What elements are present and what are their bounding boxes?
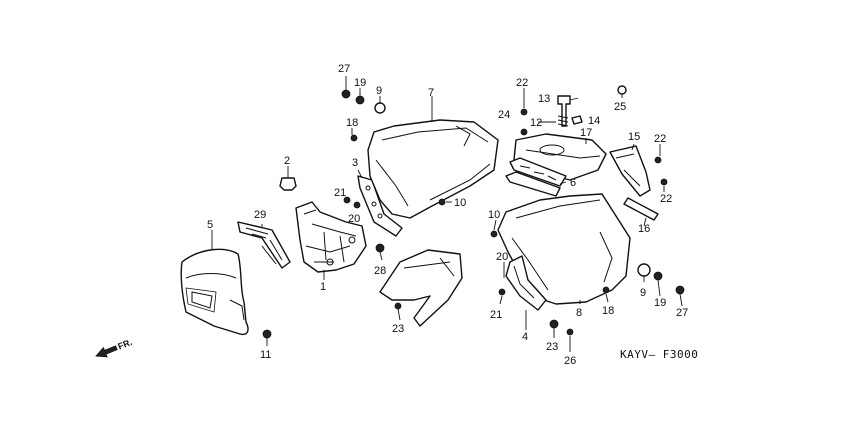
part-1-stay (295, 201, 367, 273)
part-15-bracket (609, 145, 651, 197)
label-27: 27 (338, 63, 350, 75)
label-14: 14 (588, 115, 600, 127)
label-3: 3 (352, 157, 358, 169)
label-26: 26 (564, 355, 576, 367)
leader-lines (211, 76, 683, 352)
part-7-inner-cowl-left (367, 119, 499, 219)
front-direction-arrow: FR. (95, 337, 134, 358)
label-29: 29 (254, 209, 266, 221)
label-4: 4 (522, 331, 528, 343)
label-2: 2 (284, 155, 290, 167)
part-8-side-cowl-right (497, 193, 631, 305)
part-6-strip (505, 157, 567, 197)
fasteners (262, 85, 685, 339)
label-10: 10 (488, 209, 500, 221)
label-7: 7 (428, 87, 434, 99)
label-22: 22 (516, 77, 528, 89)
part-2-grommet (279, 177, 297, 191)
label-1: 1 (320, 281, 326, 293)
label-25: 25 (614, 101, 626, 113)
label-8: 8 (576, 307, 582, 319)
label-19: 19 (354, 77, 366, 89)
label-20: 20 (496, 251, 508, 263)
part-16-rod (623, 197, 659, 221)
label-23: 23 (392, 323, 404, 335)
part-12-spring (557, 115, 569, 127)
label-13: 13 (538, 93, 550, 105)
label-17: 17 (580, 127, 592, 139)
label-6: 6 (570, 177, 576, 189)
label-23: 23 (546, 341, 558, 353)
label-18: 18 (346, 117, 358, 129)
label-12: 12 (530, 117, 542, 129)
part-cover-lower-left (379, 249, 463, 327)
label-24: 24 (498, 109, 510, 121)
direction-label: FR. (116, 337, 133, 352)
label-27: 27 (676, 307, 688, 319)
part-4-plate (505, 255, 547, 311)
part-number-labels: 27 19 9 7 18 3 2 21 20 29 5 10 1 28 23 1… (207, 63, 688, 367)
label-10: 10 (454, 197, 466, 209)
part-5-front-cowl (180, 248, 249, 336)
label-20: 20 (348, 213, 360, 225)
label-9: 9 (376, 85, 382, 97)
label-15: 15 (628, 131, 640, 143)
label-28: 28 (374, 265, 386, 277)
label-22: 22 (654, 133, 666, 145)
label-18: 18 (602, 305, 614, 317)
label-5: 5 (207, 219, 213, 231)
label-11: 11 (260, 349, 271, 361)
diagram-code: KAYV– F3000 (620, 348, 698, 361)
label-16: 16 (638, 223, 650, 235)
label-19: 19 (654, 297, 666, 309)
label-9: 9 (640, 287, 646, 299)
label-21: 21 (334, 187, 346, 199)
label-21: 21 (490, 309, 502, 321)
part-14-screw (571, 115, 583, 125)
label-22: 22 (660, 193, 672, 205)
part-29-seal (237, 221, 291, 269)
